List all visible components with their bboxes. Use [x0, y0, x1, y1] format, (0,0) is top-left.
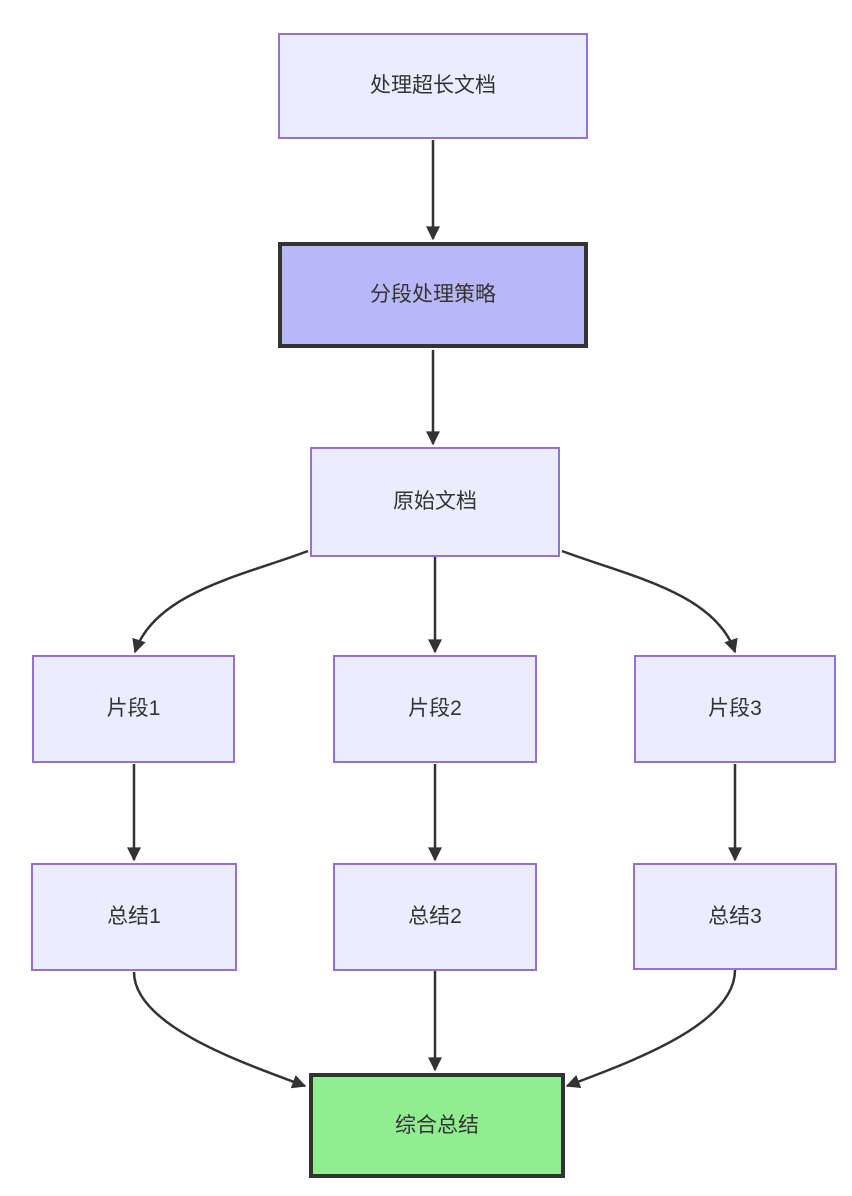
node-summary-3-label: 总结3: [708, 904, 762, 928]
node-final-summary-label: 综合总结: [395, 1113, 479, 1137]
node-summary-2: 总结2: [333, 863, 537, 971]
node-segmentation-strategy-label: 分段处理策略: [370, 283, 496, 307]
node-fragment-3-label: 片段3: [708, 697, 762, 721]
node-fragment-1-label: 片段1: [106, 697, 161, 721]
node-summary-1: 总结1: [31, 863, 237, 971]
node-fragment-1: 片段1: [32, 655, 235, 763]
node-final-summary: 综合总结: [309, 1073, 565, 1178]
node-segmentation-strategy: 分段处理策略: [278, 242, 588, 348]
node-original-doc-label: 原始文档: [393, 490, 477, 514]
node-summary-1-label: 总结1: [107, 905, 161, 929]
node-fragment-2-label: 片段2: [408, 697, 462, 721]
node-original-doc: 原始文档: [310, 447, 560, 557]
edge-original-to-fragment-3: [561, 549, 738, 654]
edge-summary-1-to-final: [132, 971, 307, 1089]
node-process-long-doc: 处理超长文档: [278, 33, 588, 139]
edge-summary-3-to-final: [565, 969, 737, 1089]
edge-original-to-fragment-1: [132, 549, 309, 654]
node-fragment-3: 片段3: [634, 655, 836, 763]
node-process-long-doc-label: 处理超长文档: [370, 74, 496, 98]
node-summary-3: 总结3: [633, 863, 837, 970]
node-summary-2-label: 总结2: [408, 905, 462, 929]
node-fragment-2: 片段2: [333, 655, 537, 763]
